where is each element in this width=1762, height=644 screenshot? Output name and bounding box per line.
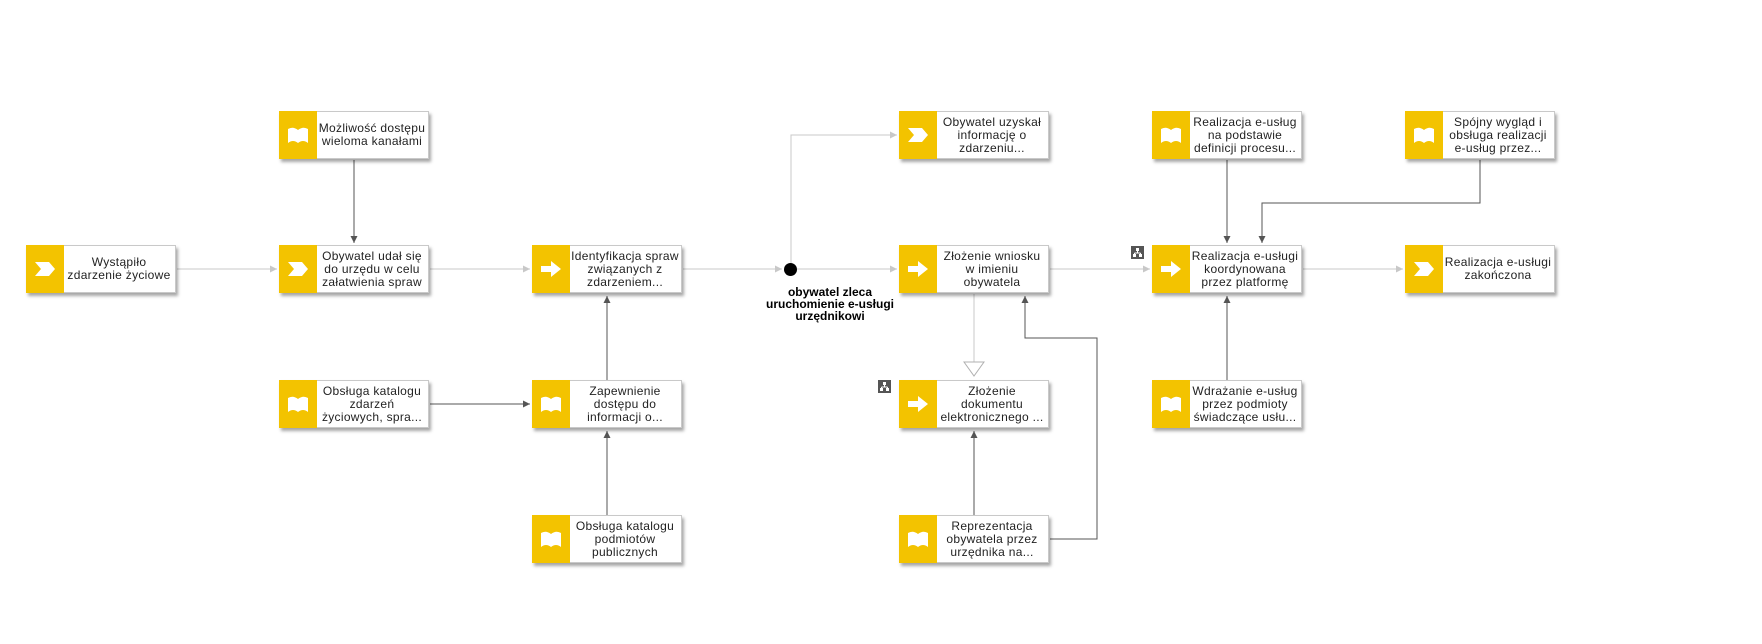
- node-wystapilo-zdarzenie[interactable]: Wystąpiło zdarzenie życiowe: [26, 245, 176, 293]
- requirement-flag-icon: [1161, 396, 1181, 412]
- split-point-dot[interactable]: [784, 263, 797, 276]
- subprocess-hierarchy-icon[interactable]: [878, 380, 891, 393]
- link-edge-head: [1021, 296, 1029, 303]
- node-obsluga-katalogu-zdarzen[interactable]: Obsługa katalogu zdarzeń życiowych, spra…: [279, 380, 429, 428]
- node-realizacja-zakonczona[interactable]: Realizacja e-usługi zakończona: [1405, 245, 1555, 293]
- flow-edge-head: [1143, 265, 1150, 273]
- node-label: Złożenie dokumentu elektronicznego ...: [940, 383, 1044, 424]
- node-tab: [899, 111, 937, 159]
- subprocess-edge-head: [963, 361, 985, 377]
- flow-edge-head: [1396, 265, 1403, 273]
- node-label: Wdrażanie e-usług przez podmioty świadcz…: [1192, 383, 1298, 424]
- requirement-flag-icon: [908, 531, 928, 547]
- node-tab: [26, 245, 64, 293]
- node-tab: [899, 380, 937, 428]
- node-label: Obywatel udał się do urzędu w celu załat…: [322, 248, 422, 289]
- node-identyfikacja-spraw[interactable]: Identyfikacja spraw związanych z zdarzen…: [532, 245, 682, 293]
- node-tab: [279, 380, 317, 428]
- requirement-flag-icon: [1161, 127, 1181, 143]
- node-label: Możliwość dostępu wieloma kanałami: [318, 121, 426, 148]
- node-label: Złożenie wniosku w imieniu obywatela: [943, 248, 1041, 289]
- node-tab: [279, 111, 317, 159]
- requirement-flag-icon: [541, 396, 561, 412]
- node-spojny-wyglad[interactable]: Spójny wygląd i obsługa realizacji e-usł…: [1405, 111, 1555, 159]
- node-tab: [1152, 245, 1190, 293]
- node-tab: [1405, 245, 1443, 293]
- flow-edge: [790, 134, 897, 263]
- node-obsluga-katalogu-podmiotow[interactable]: Obsługa katalogu podmiotów publicznych: [532, 515, 682, 563]
- process-arrow-icon: [1161, 261, 1181, 277]
- node-label: Zapewnienie dostępu do informacji o...: [587, 383, 663, 424]
- event-chevron-icon: [908, 128, 928, 142]
- flow-edge-head: [775, 265, 782, 273]
- process-arrow-icon: [541, 261, 561, 277]
- node-label: Identyfikacja spraw związanych z zdarzen…: [571, 248, 679, 289]
- flow-edge-head: [890, 265, 897, 273]
- event-chevron-icon: [35, 262, 55, 276]
- link-edge-head: [350, 236, 358, 243]
- node-tab: [532, 245, 570, 293]
- node-zlozenie-wniosku[interactable]: Złożenie wniosku w imieniu obywatela: [899, 245, 1049, 293]
- link-edge: [1024, 296, 1098, 540]
- node-label: Realizacja e-usługi koordynowana przez p…: [1191, 248, 1299, 289]
- requirement-flag-icon: [541, 531, 561, 547]
- node-zlozenie-dokumentu[interactable]: Złożenie dokumentu elektronicznego ...: [899, 380, 1049, 428]
- split-caption: obywatel zleca uruchomienie e-usługi urz…: [765, 285, 894, 323]
- node-label: Obsługa katalogu zdarzeń życiowych, spra…: [321, 383, 423, 424]
- node-tab: [1152, 380, 1190, 428]
- node-zapewnienie-dostepu[interactable]: Zapewnienie dostępu do informacji o...: [532, 380, 682, 428]
- node-tab: [1152, 111, 1190, 159]
- process-arrow-icon: [908, 396, 928, 412]
- node-label: Realizacja e-usługi zakończona: [1444, 255, 1552, 282]
- node-wdrazanie-e-uslug[interactable]: Wdrażanie e-usług przez podmioty świadcz…: [1152, 380, 1302, 428]
- node-label: Realizacja e-usług na podstawie definicj…: [1193, 114, 1297, 155]
- event-chevron-icon: [288, 262, 308, 276]
- link-edge-head: [970, 431, 978, 438]
- flow-edge-head: [890, 131, 897, 139]
- flow-edge-head: [270, 265, 277, 273]
- node-tab: [532, 515, 570, 563]
- node-tab: [899, 245, 937, 293]
- node-tab: [899, 515, 937, 563]
- requirement-flag-icon: [288, 396, 308, 412]
- link-edge: [1261, 160, 1481, 243]
- event-chevron-icon: [1414, 262, 1434, 276]
- node-tab: [279, 245, 317, 293]
- node-label: Obsługa katalogu podmiotów publicznych: [575, 518, 675, 559]
- node-realizacja-definicji-procesu[interactable]: Realizacja e-usług na podstawie definicj…: [1152, 111, 1302, 159]
- link-edge-head: [1223, 296, 1231, 303]
- node-label: Reprezentacja obywatela przez urzędnika …: [946, 518, 1038, 559]
- node-tab: [532, 380, 570, 428]
- link-edge-head: [523, 400, 530, 408]
- node-mozliwosc-dostepu[interactable]: Możliwość dostępu wieloma kanałami: [279, 111, 429, 159]
- node-realizacja-koordynowana[interactable]: Realizacja e-usługi koordynowana przez p…: [1152, 245, 1302, 293]
- node-tab: [1405, 111, 1443, 159]
- link-edge-head: [603, 296, 611, 303]
- node-label: Obywatel uzyskał informację o zdarzeniu.…: [942, 114, 1042, 155]
- link-edge-head: [1223, 236, 1231, 243]
- requirement-flag-icon: [288, 127, 308, 143]
- link-edge-head: [603, 431, 611, 438]
- node-obywatel-udal-sie[interactable]: Obywatel udał się do urzędu w celu załat…: [279, 245, 429, 293]
- requirement-flag-icon: [1414, 127, 1434, 143]
- link-edge-head: [1258, 236, 1266, 243]
- flow-edge-head: [523, 265, 530, 273]
- node-reprezentacja-obywatela[interactable]: Reprezentacja obywatela przez urzędnika …: [899, 515, 1049, 563]
- node-label: Wystąpiło zdarzenie życiowe: [67, 255, 171, 282]
- node-label: Spójny wygląd i obsługa realizacji e-usł…: [1449, 114, 1547, 155]
- node-obywatel-uzyskal-informacje[interactable]: Obywatel uzyskał informację o zdarzeniu.…: [899, 111, 1049, 159]
- process-arrow-icon: [908, 261, 928, 277]
- subprocess-hierarchy-icon[interactable]: [1131, 246, 1144, 259]
